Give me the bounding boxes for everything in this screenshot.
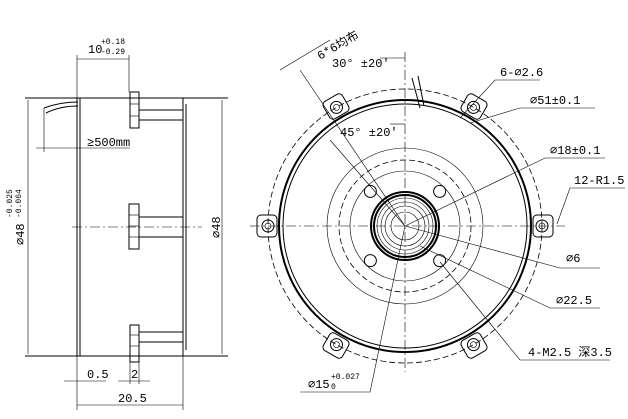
tab-thickness-label: 2 [131, 368, 138, 382]
angle-45-label: 45° ±20' [340, 126, 398, 140]
mounting-hole [467, 100, 480, 114]
outer-dia-label: ⌀48 [14, 223, 28, 245]
thread-hole [363, 254, 377, 268]
threads-label: 4-M2.5 深3.5 [528, 345, 612, 360]
leader-line [404, 225, 600, 269]
mounting-hole-inner [333, 104, 340, 111]
side-tab-top [129, 91, 183, 129]
total-length-label: 20.5 [118, 392, 147, 406]
mounting-tab [460, 332, 488, 359]
width-dim-upper: +0.18 [101, 38, 125, 47]
leader-line [300, 225, 406, 393]
side-tab-middle [128, 203, 183, 250]
thread-hole [433, 254, 447, 268]
mounting-tab [322, 93, 350, 120]
dia-22-label: ⌀22.5 [556, 294, 592, 308]
pattern-dim-line [279, 39, 331, 71]
mounting-hole [330, 338, 343, 352]
mounting-hole-inner [470, 341, 477, 348]
outer-dia-lower: -0.064 [15, 189, 24, 218]
bore-upper: +0.027 [331, 373, 360, 382]
leader-line [556, 187, 625, 225]
mounting-tab [460, 93, 488, 120]
leader-line [299, 69, 406, 227]
mounting-hole-inner [333, 341, 340, 348]
bore-lower: 0 [331, 383, 336, 392]
dia-right-label: ⌀48 [210, 216, 224, 238]
angle-30-label: 30° ±20' [332, 57, 390, 71]
leader-line [439, 261, 610, 361]
pcd-51-label: ⌀51±0.1 [530, 94, 580, 108]
mounting-hole [330, 100, 343, 114]
thread-hole [363, 184, 377, 198]
dia-18-label: ⌀18±0.1 [550, 144, 600, 158]
leader-line [404, 157, 605, 227]
mounting-hole-inner [470, 104, 477, 111]
leader-line [459, 79, 540, 119]
side-view [25, 55, 228, 410]
holes-label: 6-⌀2.6 [500, 66, 543, 80]
lead-length-label: ≥500mm [87, 136, 130, 150]
outer-ring [278, 99, 532, 353]
mounting-tab [322, 332, 350, 359]
leader-line [329, 139, 406, 227]
thread-hole [433, 184, 447, 198]
mounting-hole [467, 338, 480, 352]
leader-line [419, 245, 600, 309]
width-dim-lower: -0.29 [101, 48, 125, 57]
bore-label: ⌀15 [308, 378, 330, 392]
outer-dia-upper: -0.025 [6, 189, 15, 218]
lead-wire [411, 75, 425, 109]
side-tab-bottom [129, 324, 183, 363]
radius-label: 12-R1.5 [574, 174, 624, 188]
front-view [250, 39, 625, 393]
thickness-label: 0.5 [87, 368, 109, 382]
dia-6-label: ⌀6 [566, 252, 580, 266]
width-dim-label: 10 [88, 43, 102, 57]
leader-line [469, 107, 595, 124]
